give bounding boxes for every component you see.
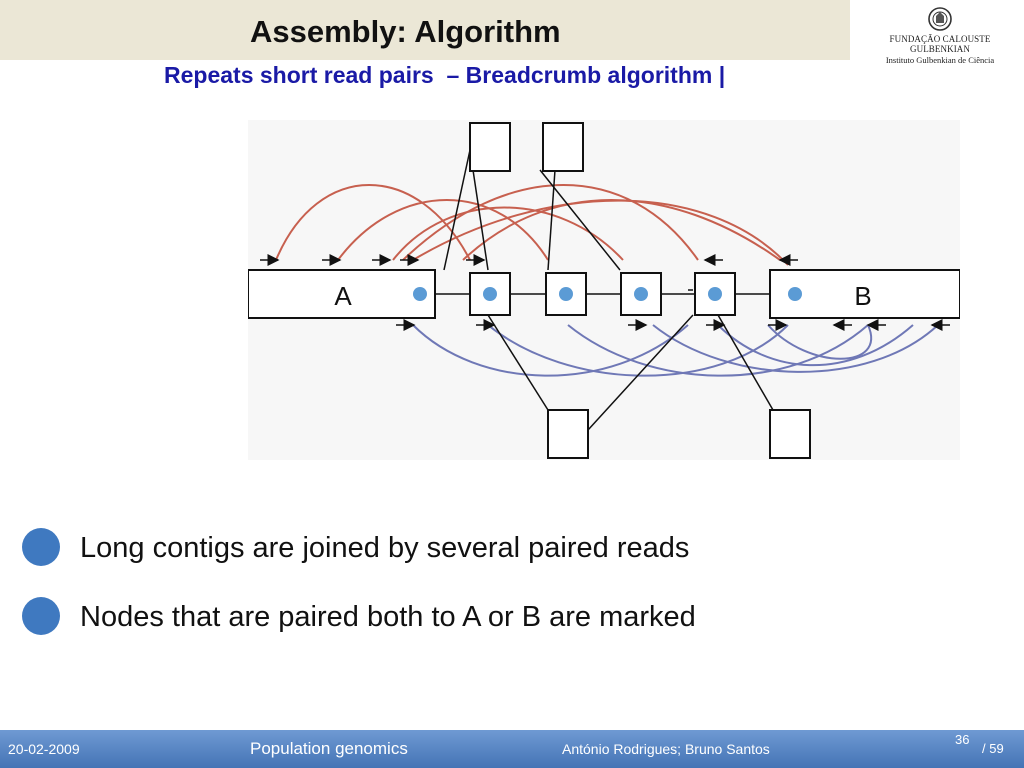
page-number: 36 bbox=[955, 732, 970, 747]
bullet-dot-icon bbox=[22, 528, 60, 566]
marked-node bbox=[469, 272, 511, 316]
page-total: / 59 bbox=[982, 741, 1004, 756]
marked-node bbox=[545, 272, 587, 316]
bullet-dot-icon bbox=[22, 597, 60, 635]
logo-institute-name: Instituto Gulbenkian de Ciência bbox=[885, 55, 995, 65]
contig-b-label: B bbox=[854, 281, 871, 311]
title-band bbox=[0, 0, 850, 60]
contig-a: A bbox=[248, 269, 436, 319]
institution-logo: FUNDAÇÃO CALOUSTE GULBENKIAN Instituto G… bbox=[862, 6, 1018, 66]
slide-title: Assembly: Algorithm bbox=[250, 14, 561, 49]
slide-subtitle: Repeats short read pairs – Breadcrumb al… bbox=[164, 62, 726, 88]
footer-title: Population genomics bbox=[250, 739, 408, 758]
read-pair-arcs-bottom bbox=[412, 324, 939, 377]
marked-node bbox=[620, 272, 662, 316]
marked-node bbox=[694, 272, 736, 316]
footer-date: 20-02-2009 bbox=[8, 741, 80, 757]
breadcrumb-diagram: A B bbox=[248, 120, 960, 460]
bullet-text: Long contigs are joined by several paire… bbox=[80, 532, 690, 564]
contig-b: B bbox=[769, 269, 960, 319]
slide-footer: 20-02-2009 Population genomics António R… bbox=[0, 730, 1024, 768]
repeat-node bbox=[547, 409, 589, 459]
contig-a-label: A bbox=[334, 281, 352, 311]
repeat-node bbox=[469, 122, 511, 172]
logo-foundation-name: FUNDAÇÃO CALOUSTE GULBENKIAN bbox=[889, 34, 991, 54]
footer-authors: António Rodrigues; Bruno Santos bbox=[562, 741, 770, 757]
repeat-node bbox=[542, 122, 584, 172]
bullet-text: Nodes that are paired both to A or B are… bbox=[80, 601, 696, 633]
read-pair-arcs-top bbox=[275, 184, 789, 266]
institution-emblem-icon bbox=[928, 7, 952, 31]
repeat-node bbox=[769, 409, 811, 459]
